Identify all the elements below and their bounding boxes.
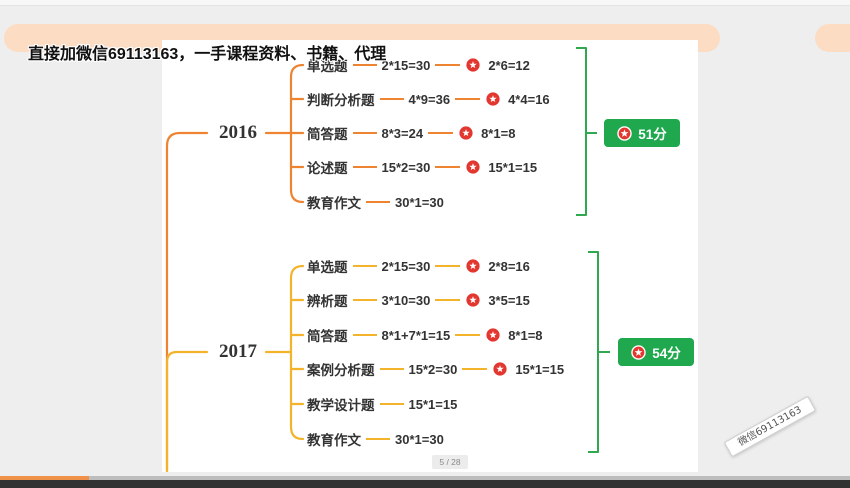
total-score-badge-2016: 51分 [604,119,680,147]
page-indicator-text: 5 / 28 [439,457,461,467]
connector-line [379,403,404,405]
connector-line [352,334,377,336]
connector-line [462,368,488,370]
connector-line [435,64,461,66]
connector-line [352,299,377,301]
topic-label: 论述题 [307,161,348,176]
topic-row: 教育作文 30*1=30 [307,192,444,212]
connector-line [352,265,377,267]
connector-line [352,132,377,134]
progress-fill[interactable] [0,476,90,480]
starred-score-formula: 3*5=15 [488,292,530,308]
score-formula: 30*1=30 [395,431,444,447]
star-marker-icon [493,362,507,376]
topic-row: 教学设计题 15*1=15 [307,394,457,414]
connector-line [366,201,390,203]
star-marker-icon [617,126,632,141]
corner-watermark-text: 微信69113163 [736,404,804,449]
score-formula: 15*1=15 [408,396,458,412]
topic-label: 教育作文 [307,433,361,448]
topic-row: 单选题 2*15=30 2*6=12 [307,55,530,75]
topic-row: 简答题 8*3=24 8*1=8 [307,123,515,143]
top-strip [0,0,850,6]
connector-line [366,438,390,440]
corner-watermark: 微信69113163 [723,395,817,458]
starred-score-formula: 15*1=15 [488,159,538,175]
progress-track[interactable] [0,476,850,480]
connector-line [435,166,461,168]
score-formula: 8*1+7*1=15 [381,327,451,343]
starred-score-formula: 2*8=16 [488,258,530,274]
star-marker-icon [466,160,480,174]
topic-row: 论述题 15*2=30 15*1=15 [307,157,537,177]
topic-label: 简答题 [307,127,348,142]
topic-label: 简答题 [307,329,348,344]
score-formula: 8*3=24 [381,125,424,141]
topic-row: 判断分析题 4*9=36 4*4=16 [307,89,550,109]
score-formula: 3*10=30 [381,292,431,308]
score-formula: 15*2=30 [381,159,431,175]
topic-row: 简答题 8*1+7*1=15 8*1=8 [307,325,543,345]
page-indicator: 5 / 28 [432,455,468,469]
starred-score-formula: 8*1=8 [508,327,543,343]
top-watermark-text: 直接加微信69113163，一手课程资料、书籍、代理 [28,46,387,63]
topic-row: 教育作文 30*1=30 [307,429,444,449]
score-formula: 15*2=30 [408,361,458,377]
topic-label: 案例分析题 [307,363,375,378]
star-marker-icon [631,345,646,360]
topic-row: 辨析题 3*10=30 3*5=15 [307,290,530,310]
starred-score-formula: 2*6=12 [488,57,530,73]
topic-label: 教育作文 [307,196,361,211]
connector-line [352,166,377,168]
star-marker-icon [459,126,473,140]
video-control-bar [0,476,850,488]
topic-row: 单选题 2*15=30 2*8=16 [307,256,530,276]
topic-label: 辨析题 [307,294,348,309]
connector-line [379,368,404,370]
star-marker-icon [466,259,480,273]
total-score-text: 51分 [638,127,667,142]
connector-line [455,98,481,100]
connector-line [379,98,404,100]
score-formula: 2*15=30 [381,258,431,274]
score-formula: 2*15=30 [381,57,431,73]
header-band-right [815,24,850,52]
connector-line [435,265,461,267]
connector-line [435,299,461,301]
year-node-2017: 2017 [219,341,257,362]
connector-line [455,334,481,336]
connector-line [428,132,454,134]
slide-page [162,40,698,472]
star-marker-icon [466,58,480,72]
topic-label: 判断分析题 [307,93,375,108]
topic-row: 案例分析题 15*2=30 15*1=15 [307,359,564,379]
starred-score-formula: 4*4=16 [508,91,550,107]
score-formula: 30*1=30 [395,194,444,210]
topic-label: 单选题 [307,260,348,275]
star-marker-icon [466,293,480,307]
total-score-badge-2017: 54分 [618,338,694,366]
year-node-2016: 2016 [219,122,257,143]
star-marker-icon [486,92,500,106]
star-marker-icon [486,328,500,342]
topic-label: 单选题 [307,59,348,74]
score-formula: 4*9=36 [408,91,451,107]
starred-score-formula: 15*1=15 [515,361,565,377]
total-score-text: 54分 [652,346,681,361]
starred-score-formula: 8*1=8 [481,125,516,141]
topic-label: 教学设计题 [307,398,375,413]
connector-line [352,64,377,66]
